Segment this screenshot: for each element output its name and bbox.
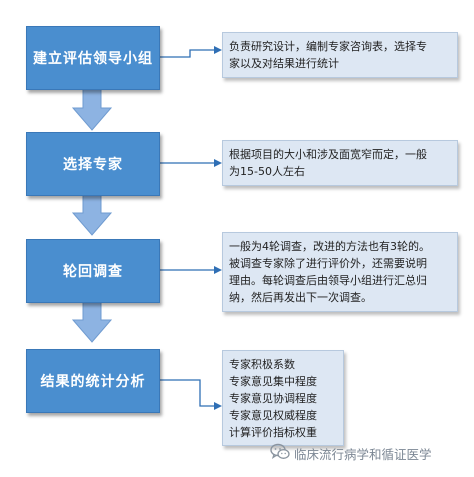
note-line: 纳，然后再发出下一次调查。 (229, 291, 372, 304)
connector-arrowhead-4 (214, 402, 222, 410)
note-box-2: 根据项目的大小和涉及面宽窄而定，一般 为15-50人左右 (222, 140, 458, 186)
note-line: 专家意见协调程度 (229, 392, 317, 405)
note-line: 专家意见权威程度 (229, 409, 317, 422)
step-label: 建立评估领导小组 (33, 51, 153, 67)
connector-arrowhead-3 (214, 266, 222, 274)
note-box-4: 专家积极系数 专家意见集中程度 专家意见协调程度 专家意见权威程度 计算评价指标… (222, 350, 344, 446)
down-arrow-1 (71, 87, 113, 131)
note-line: 专家意见集中程度 (229, 375, 317, 388)
step-label: 轮回调查 (63, 264, 123, 280)
step-label: 结果的统计分析 (40, 374, 146, 390)
step-box-1: 建立评估领导小组 (26, 26, 160, 90)
watermark: 临床流行病学和循证医学 (270, 438, 432, 468)
note-line: 根据项目的大小和涉及面宽窄而定，一般 (229, 148, 427, 161)
connector-arrowhead-1 (214, 46, 222, 54)
note-box-3: 一般为4轮调查，改进的方法也有3轮的。 被调查专家除了进行评价外，还需要说明 理… (222, 232, 458, 312)
note-line: 专家积极系数 (229, 358, 295, 371)
note-line: 计算评价指标权重 (229, 426, 317, 439)
step-label: 选择专家 (63, 157, 123, 173)
note-line: 理由。每轮调查后由领导小组进行汇总归 (229, 274, 427, 287)
note-line: 负责研究设计，编制专家咨询表，选择专 (229, 40, 427, 53)
connector-4 (158, 379, 217, 407)
wechat-icon (270, 443, 290, 464)
step-box-2: 选择专家 (26, 132, 160, 196)
step-box-3: 轮回调查 (26, 239, 160, 303)
note-box-1: 负责研究设计，编制专家咨询表，选择专 家以及对结果进行统计 (222, 32, 458, 78)
down-arrow-2 (71, 192, 113, 236)
note-line: 家以及对结果进行统计 (229, 57, 339, 70)
down-arrow-3 (71, 299, 113, 343)
note-line: 一般为4轮调查，改进的方法也有3轮的。 (229, 240, 430, 253)
note-line: 被调查专家除了进行评价外，还需要说明 (229, 257, 427, 270)
note-line: 为15-50人左右 (229, 165, 305, 178)
connector-1 (158, 49, 217, 58)
connector-arrowhead-2 (214, 159, 222, 167)
step-box-4: 结果的统计分析 (26, 349, 160, 413)
watermark-text: 临床流行病学和循证医学 (294, 446, 432, 462)
